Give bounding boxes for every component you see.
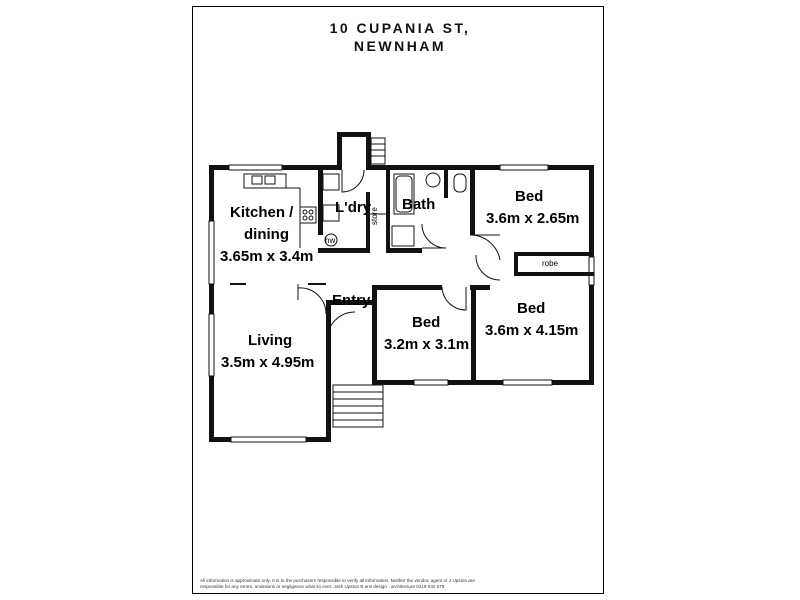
wall-bed3-bottom-right bbox=[552, 380, 594, 385]
room-bed2-size: 3.2m x 3.1m bbox=[384, 336, 470, 353]
cooktop-burner bbox=[302, 215, 308, 221]
window-kitchen-top bbox=[228, 164, 283, 171]
window-kitchen-left bbox=[208, 220, 215, 285]
window-bed2-bottom bbox=[413, 379, 449, 386]
wall-top-left bbox=[209, 165, 229, 170]
address-line-1: 10 CUPANIA ST, bbox=[329, 20, 471, 36]
wall-bed2-top bbox=[372, 285, 442, 290]
cooktop-burner bbox=[302, 209, 308, 215]
room-bed3-name: Bed bbox=[517, 300, 546, 317]
wall-porch-left bbox=[337, 132, 342, 170]
wall-bed3-top-left bbox=[470, 285, 490, 290]
entry-door bbox=[326, 311, 356, 341]
shower bbox=[425, 172, 441, 188]
address-line-2: NEWNHAM bbox=[353, 38, 447, 54]
room-living-size: 3.5m x 4.95m bbox=[221, 354, 315, 371]
room-bed1-name: Bed bbox=[515, 188, 544, 205]
wall-laundry-left bbox=[318, 165, 323, 235]
wall-bath-bottom bbox=[386, 248, 422, 253]
room-bed1-size: 3.6m x 2.65m bbox=[486, 210, 580, 227]
wall-top-bed1-right bbox=[548, 165, 594, 170]
fixtures bbox=[243, 172, 467, 248]
room-kitchen-name2: dining bbox=[244, 226, 289, 243]
room-bath-name: Bath bbox=[402, 196, 436, 213]
wall-porch-right bbox=[366, 132, 371, 170]
wall-left-upper bbox=[209, 165, 214, 221]
kitchen-sink-bowl bbox=[264, 175, 276, 185]
doors bbox=[230, 169, 501, 341]
wall-laundry-right bbox=[366, 192, 370, 253]
cooktop-burner bbox=[308, 209, 314, 215]
bathtub-inner bbox=[395, 175, 413, 213]
rear-steps-outline bbox=[370, 137, 386, 165]
windows bbox=[208, 164, 595, 443]
bathtub bbox=[393, 173, 415, 215]
wall-bed2-bed3 bbox=[471, 285, 476, 385]
wall-bed2-bottom-right bbox=[448, 380, 480, 385]
hot-water-unit bbox=[324, 233, 338, 247]
wall-top-bed1-left bbox=[470, 165, 500, 170]
room-bed3-size: 3.6m x 4.15m bbox=[485, 322, 579, 339]
front-steps bbox=[332, 384, 384, 428]
laundry-appliance bbox=[322, 204, 340, 222]
exterior-walls bbox=[209, 132, 594, 442]
window-living-bottom bbox=[230, 436, 307, 443]
floor-plan-sheet bbox=[192, 6, 604, 594]
room-hot-water-name: hw bbox=[325, 236, 336, 245]
window-bed3-bottom bbox=[502, 379, 553, 386]
disclaimer-line-2: responsible for any errors, omissions or… bbox=[200, 584, 445, 589]
wall-right-lower bbox=[589, 285, 594, 385]
laundry-tub bbox=[322, 173, 340, 191]
wall-robe-top bbox=[514, 252, 594, 256]
wall-porch-top bbox=[337, 132, 371, 137]
wall-bottom-right bbox=[306, 437, 331, 442]
room-living-name: Living bbox=[248, 332, 293, 349]
rear-steps bbox=[370, 137, 386, 165]
wall-bottom-left bbox=[209, 437, 231, 442]
kitchen-cooktop bbox=[299, 206, 317, 224]
wall-entry-top bbox=[326, 300, 374, 305]
bed3-door-upper bbox=[475, 254, 501, 281]
wall-right-upper bbox=[589, 165, 594, 257]
room-kitchen-size: 3.65m x 3.4m bbox=[220, 248, 314, 265]
bath-door bbox=[421, 223, 447, 249]
room-robe-name: robe bbox=[542, 259, 559, 268]
vanity bbox=[391, 225, 415, 247]
wall-living-right bbox=[326, 300, 331, 442]
wall-laundry-bottom bbox=[318, 248, 370, 253]
wall-bed2-bottom-left bbox=[372, 380, 414, 385]
wall-left-mid bbox=[209, 284, 214, 314]
wall-left-lower bbox=[209, 376, 214, 442]
room-bed2-name: Bed bbox=[412, 314, 441, 331]
wall-bath-left bbox=[386, 170, 390, 253]
room-laundry-name: L'dry bbox=[335, 199, 372, 216]
disclaimer-line-1: All information is approximate only. It … bbox=[200, 578, 475, 583]
wall-robe-left bbox=[514, 252, 518, 276]
bed1-door bbox=[469, 234, 501, 261]
room-entry-name: Entry bbox=[332, 292, 371, 309]
room-store-name: store bbox=[370, 207, 379, 225]
window-bed1-top bbox=[499, 164, 549, 171]
wall-top-kitchen bbox=[282, 165, 337, 170]
toilet bbox=[453, 173, 467, 193]
wall-bed2-left bbox=[372, 285, 377, 385]
wall-bed3-bottom-left bbox=[475, 380, 503, 385]
bed2-door bbox=[441, 286, 467, 311]
wall-bed1-left bbox=[470, 165, 475, 235]
living-door bbox=[297, 284, 327, 315]
room-kitchen-name: Kitchen / bbox=[230, 204, 294, 221]
wall-top-bath bbox=[370, 165, 472, 170]
cooktop-burner bbox=[308, 215, 314, 221]
kitchen-sink-bowl bbox=[251, 175, 263, 185]
window-right-robe bbox=[588, 256, 595, 286]
laundry-door bbox=[341, 169, 365, 193]
wall-bath-toilet bbox=[444, 170, 448, 198]
window-living-left bbox=[208, 313, 215, 377]
wall-robe-bottom bbox=[514, 272, 594, 276]
